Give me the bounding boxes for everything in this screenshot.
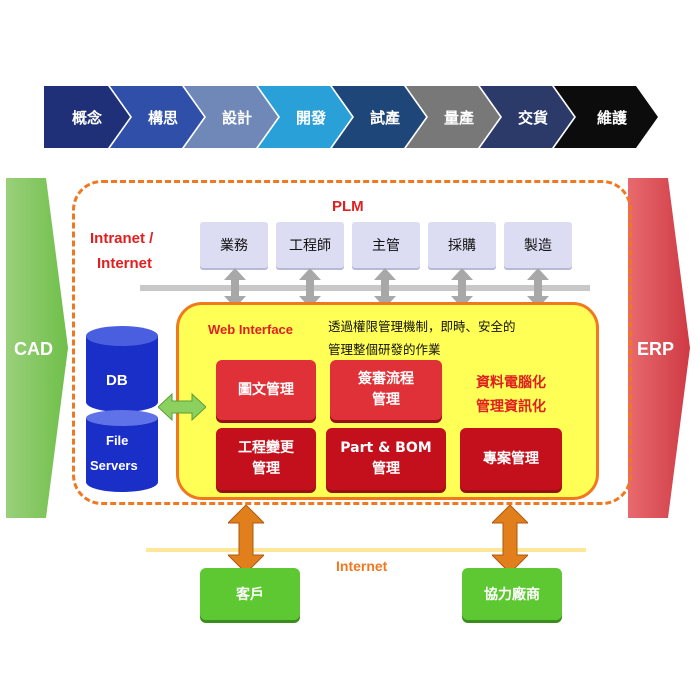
dept-manager: 主管: [352, 222, 420, 268]
file-servers-label-line2: Servers: [90, 458, 138, 473]
module-label: 專案管理: [483, 450, 539, 467]
module-label: 圖文管理: [238, 381, 294, 398]
module-document-management: 圖文管理: [216, 360, 316, 420]
slogan-line2: 管理資訊化: [476, 398, 546, 414]
module-label-line1: Part & BOM: [340, 440, 432, 456]
module-engineering-change: 工程變更 管理: [216, 428, 316, 490]
network-label-line1: Intranet /: [90, 230, 154, 247]
dept-purchasing: 採購: [428, 222, 496, 268]
file-server-icon: [86, 410, 158, 492]
module-label-line2: 管理: [372, 461, 400, 477]
dept-label: 業務: [220, 238, 248, 254]
erp-label: ERP: [637, 339, 675, 359]
dept-label: 工程師: [289, 238, 331, 254]
double-arrow-icon: [374, 268, 396, 308]
module-label-line2: 管理: [372, 392, 400, 408]
step-label: 概念: [71, 108, 102, 127]
module-part-bom: Part & BOM 管理: [326, 428, 446, 490]
dept-engineer: 工程師: [276, 222, 344, 268]
plm-title: PLM: [332, 198, 364, 215]
module-approval-workflow: 簽審流程 管理: [330, 360, 442, 420]
step-label: 構思: [147, 108, 178, 127]
double-arrow-icon: [451, 268, 473, 308]
double-arrow-icon: [224, 268, 246, 308]
supplier-link-arrow: [492, 505, 528, 573]
module-project-management: 專案管理: [460, 428, 562, 490]
step-label: 設計: [221, 108, 252, 127]
erp-arrow: [628, 178, 690, 518]
module-label-line2: 管理: [252, 461, 280, 477]
web-interface-label: Web Interface: [208, 322, 294, 337]
supplier-label: 協力廠商: [484, 587, 540, 603]
module-label-line1: 工程變更: [238, 440, 294, 456]
step-label: 量產: [443, 108, 474, 127]
plm-boundary: [72, 180, 632, 505]
customer-label: 客戶: [236, 587, 264, 603]
sync-arrow-icon: [158, 392, 206, 422]
cad-arrow: [6, 178, 68, 518]
dept-manufacturing: 製造: [504, 222, 572, 268]
slogan-line1: 資料電腦化: [476, 374, 546, 390]
db-label: DB: [106, 372, 128, 389]
double-arrow-icon: [527, 268, 549, 308]
double-arrow-icon: [299, 268, 321, 308]
intranet-bus: [140, 285, 590, 291]
dept-label: 主管: [372, 238, 400, 254]
supplier-box: 協力廠商: [462, 568, 562, 620]
cad-label: CAD: [14, 339, 53, 359]
dept-label: 製造: [524, 238, 552, 254]
customer-box: 客戶: [200, 568, 300, 620]
internet-line: [146, 548, 586, 552]
web-interface-desc-line2: 管理整個研發的作業: [328, 342, 441, 357]
internet-label: Internet: [336, 558, 388, 574]
dept-label: 採購: [448, 238, 476, 254]
step-trial: 試產: [332, 86, 426, 148]
file-servers-label-line1: File: [106, 433, 129, 448]
web-interface-desc-line1: 透過權限管理機制，即時、安全的: [328, 319, 516, 334]
module-label-line1: 簽審流程: [358, 371, 414, 387]
database-icon: [86, 326, 158, 412]
step-label: 交貨: [517, 108, 548, 127]
customer-link-arrow: [228, 505, 264, 573]
step-label: 維護: [596, 108, 627, 127]
step-label: 試產: [369, 108, 400, 127]
dept-sales: 業務: [200, 222, 268, 268]
step-label: 開發: [295, 108, 326, 127]
network-label-line2: Internet: [97, 255, 153, 272]
